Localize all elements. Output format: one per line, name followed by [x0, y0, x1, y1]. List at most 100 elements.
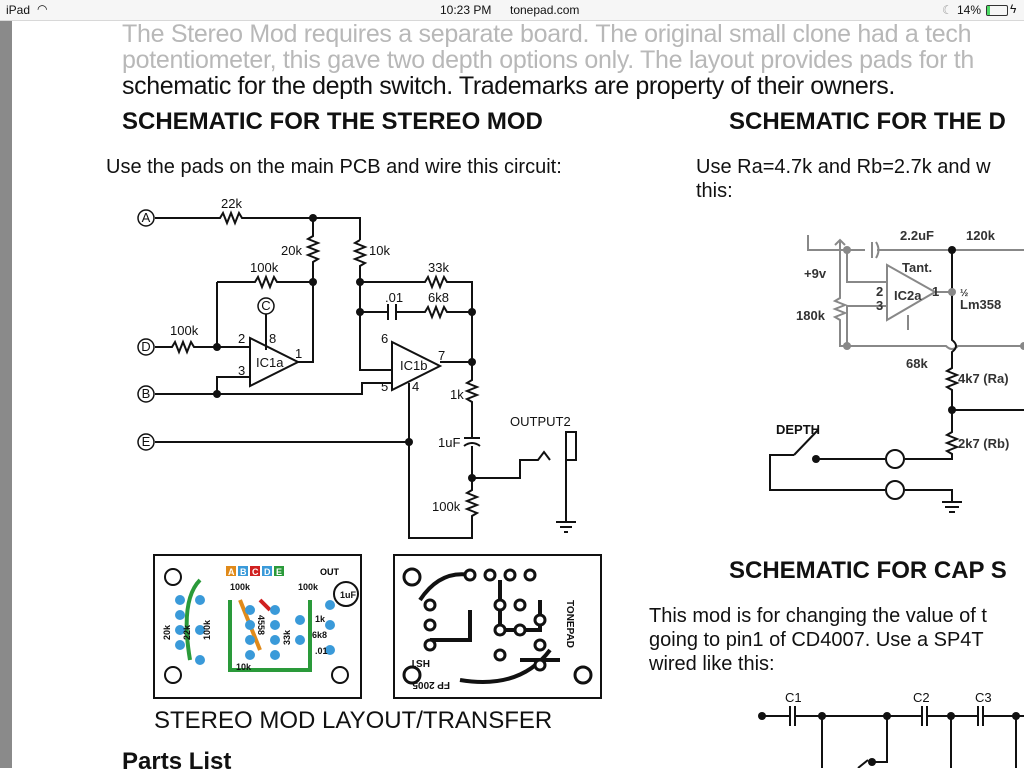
label-ic1a: IC1a	[256, 355, 284, 370]
transfer-hst: HST	[410, 657, 430, 668]
pad-d	[137, 338, 155, 356]
label-ic1b: IC1b	[400, 358, 427, 373]
label-lm358: Lm358	[960, 297, 1001, 312]
part-1uf: 1uF	[340, 590, 357, 600]
label-100k-out: 100k	[432, 499, 461, 514]
layout-pad-c: C	[252, 567, 259, 577]
pin-1: 1	[295, 346, 302, 361]
label-100k-in: 100k	[170, 323, 199, 338]
pin-8: 8	[269, 331, 276, 346]
label-6k8: 6k8	[428, 290, 449, 305]
label-c3: C3	[975, 690, 992, 705]
label-01: .01	[385, 290, 403, 305]
label-180k: 180k	[796, 308, 826, 323]
background-text-2: potentiometer, this gave two depth optio…	[122, 46, 975, 74]
pad-e-label: E	[142, 434, 151, 449]
label-2-2uf: 2.2uF	[900, 228, 934, 243]
moon-icon: ☾	[942, 3, 953, 17]
pad-a-label: A	[142, 210, 151, 225]
part-1k: 1k	[315, 614, 326, 624]
part-10k: 10k	[236, 662, 252, 672]
label-120k: 120k	[966, 228, 996, 243]
part-22k: 22k	[182, 624, 192, 640]
cap-schematic: C1 C2 C3	[758, 690, 1024, 768]
cap-text-2: going to pin1 of CD4007. Use a SP4T	[649, 629, 984, 651]
clock: 10:23 PM	[440, 3, 492, 17]
cap-heading: SCHEMATIC FOR CAP S	[729, 557, 1007, 584]
page-edge	[0, 0, 12, 768]
pin-2b: 2	[876, 284, 883, 299]
pad-e	[137, 433, 155, 451]
stereo-instructions: Use the pads on the main PCB and wire th…	[106, 156, 562, 178]
depth-instructions-1: Use Ra=4.7k and Rb=2.7k and w	[696, 156, 991, 178]
label-10k: 10k	[369, 243, 390, 258]
part-01: .01	[315, 646, 328, 656]
label-output2: OUTPUT2	[510, 414, 571, 429]
depth-heading: SCHEMATIC FOR THE D	[729, 108, 1006, 135]
layout-pad-b: B	[240, 567, 247, 577]
pad-c-label: C	[261, 298, 270, 313]
stereo-schematic: A C D B E 22k 20k 10k 100k 100k 33k .01 …	[137, 196, 602, 699]
label-100k-fb: 100k	[250, 260, 279, 275]
depth-instructions-2: this:	[696, 180, 733, 202]
label-68k: 68k	[906, 356, 928, 371]
part-100k-2: 100k	[298, 582, 319, 592]
url-label[interactable]: tonepad.com	[510, 3, 580, 17]
depth-schematic: 2.2uF 120k Tant. +9v IC2a ½ Lm358 180k 6…	[769, 228, 1024, 513]
pin-5: 5	[381, 379, 388, 394]
pad-a	[137, 209, 155, 227]
label-22k: 22k	[221, 196, 242, 211]
pcb-transfer: TONEPAD HST FP 2005	[393, 554, 602, 699]
pad-d-label: D	[141, 339, 150, 354]
part-6k8: 6k8	[312, 630, 327, 640]
label-half: ½	[960, 288, 968, 299]
label-depth: DEPTH	[776, 422, 820, 437]
transfer-fp2005: FP 2005	[412, 679, 450, 690]
cap-text-1: This mod is for changing the value of t	[649, 605, 987, 627]
label-rb: 2k7 (Rb)	[958, 436, 1009, 451]
device-name: iPad	[6, 3, 31, 17]
intro-text: schematic for the depth switch. Trademar…	[122, 72, 895, 100]
background-text-1: The Stereo Mod requires a separate board…	[122, 20, 972, 48]
battery-icon	[986, 5, 1008, 16]
label-1uf: 1uF	[438, 435, 460, 450]
cap-text-3: wired like this:	[649, 653, 775, 675]
pin-3b: 3	[876, 298, 883, 313]
pad-b	[137, 385, 155, 403]
layout-caption: STEREO MOD LAYOUT/TRANSFER	[154, 707, 553, 734]
label-ra: 4k7 (Ra)	[958, 371, 1009, 386]
pin-2: 2	[238, 331, 245, 346]
layout-out: OUT	[320, 567, 340, 577]
part-4558: 4558	[256, 615, 266, 635]
label-tant: Tant.	[902, 260, 932, 275]
stereo-heading: SCHEMATIC FOR THE STEREO MOD	[122, 108, 543, 135]
pin-7: 7	[438, 348, 445, 363]
part-33k: 33k	[282, 629, 292, 645]
layout-pad-d: D	[264, 567, 271, 577]
label-ic2a: IC2a	[894, 288, 922, 303]
parts-list-heading: Parts List	[122, 748, 232, 775]
battery-percent: 14%	[957, 3, 982, 17]
layout-pad-e: E	[276, 567, 282, 577]
part-100k-3: 100k	[202, 619, 212, 640]
label-c2: C2	[913, 690, 930, 705]
label-33k: 33k	[428, 260, 449, 275]
transfer-tonepad: TONEPAD	[564, 600, 575, 648]
status-bar: iPad ◠ 10:23 PM tonepad.com ☾ 14% ϟ	[0, 0, 1024, 21]
label-1k: 1k	[450, 387, 464, 402]
wifi-icon: ◠	[37, 2, 48, 16]
part-20k: 20k	[162, 624, 172, 640]
pin-6: 6	[381, 331, 388, 346]
charging-icon: ϟ	[1010, 2, 1017, 16]
pad-c	[257, 297, 275, 315]
pin-1b: 1	[932, 284, 939, 299]
pcb-layout: A B C D E OUT 100k 100k 20k 22k 100k 455…	[153, 554, 362, 699]
pin-3: 3	[238, 363, 245, 378]
label-9v: +9v	[804, 266, 827, 281]
layout-pad-a: A	[228, 567, 235, 577]
pin-4: 4	[412, 379, 419, 394]
label-c1: C1	[785, 690, 802, 705]
part-100k-1: 100k	[230, 582, 251, 592]
pad-b-label: B	[142, 386, 151, 401]
label-20k: 20k	[281, 243, 302, 258]
